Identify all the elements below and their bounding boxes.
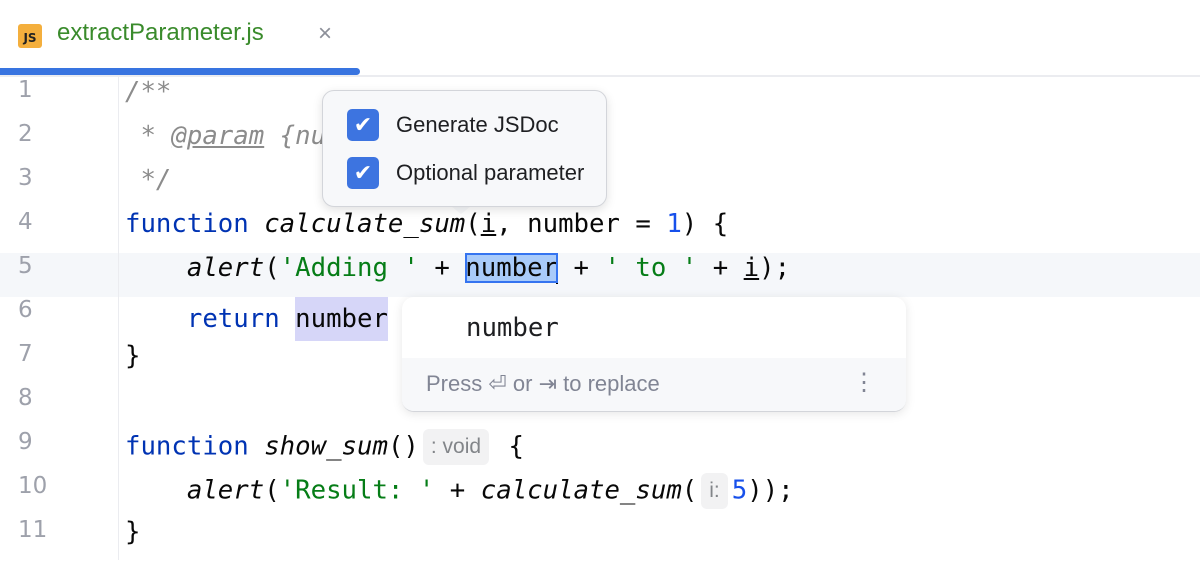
code-token: (	[465, 209, 481, 239]
js-file-icon: JS	[18, 24, 42, 48]
code-line[interactable]: 9 function show_sum(): void {	[0, 429, 1200, 473]
option-label: Generate JSDoc	[396, 112, 559, 137]
generate-jsdoc-option[interactable]: ✔ Generate JSDoc	[347, 109, 559, 141]
suggestion-item[interactable]: number	[466, 313, 559, 343]
code-token: (	[264, 253, 280, 283]
extract-parameter-options-popup: ✔ Generate JSDoc ✔ Optional parameter	[322, 90, 607, 207]
line-number: 9	[18, 429, 33, 455]
code-token: );	[759, 253, 791, 283]
code-line[interactable]: 6 return number	[0, 297, 1200, 341]
checkbox-checked-icon[interactable]: ✔	[347, 109, 379, 141]
number-literal: 1	[666, 209, 682, 239]
line-number: 6	[18, 297, 33, 323]
keyword: return	[186, 304, 280, 334]
string-literal: 'Result: '	[279, 475, 435, 506]
more-options-icon[interactable]: ⋮	[852, 369, 876, 396]
code-line[interactable]: 1 /**	[0, 77, 1200, 121]
comment: */	[125, 165, 172, 195]
code-token	[249, 432, 264, 462]
code-text: function calculate_sum(i, number = 1) {	[125, 209, 728, 253]
code-token: +	[418, 253, 466, 283]
comment: {nu	[264, 121, 327, 151]
active-tab-indicator	[0, 68, 360, 75]
function-name: show_sum	[264, 431, 388, 462]
code-token: }	[125, 341, 141, 371]
function-name: alert	[186, 253, 265, 283]
code-line[interactable]: 5 alert('Adding ' + number + ' to ' + i)…	[0, 253, 1200, 297]
popup-arrow	[451, 206, 471, 214]
parameter-reference: i	[480, 209, 497, 239]
text-caret	[556, 253, 559, 284]
rename-suggestions-popup: number Press ⏎ or ⇥ to replace ⋮	[402, 297, 906, 412]
code-line[interactable]: 8	[0, 385, 1200, 429]
tab-title: extractParameter.js	[57, 19, 264, 46]
comment: /**	[125, 77, 172, 107]
function-name: calculate_sum	[480, 475, 682, 506]
code-token	[280, 304, 295, 334]
inlay-hint: : void	[422, 429, 490, 465]
code-token: +	[697, 253, 744, 283]
code-text: }	[125, 341, 140, 385]
code-line[interactable]: 7}	[0, 341, 1200, 385]
editor-tab-bar: JS extractParameter.js ×	[0, 0, 1200, 77]
code-line[interactable]: 11}	[0, 517, 1200, 561]
code-text: }	[125, 517, 140, 561]
code-token: }	[125, 517, 141, 547]
checkbox-checked-icon[interactable]: ✔	[347, 157, 379, 189]
code-token: ()	[387, 431, 419, 462]
code-token: (	[264, 475, 280, 506]
gutter-divider	[118, 77, 119, 560]
code-text: return number	[125, 297, 388, 341]
line-number: 2	[18, 121, 33, 147]
string-literal: ' to '	[604, 253, 698, 283]
code-token: ));	[747, 475, 794, 506]
comment: *	[125, 121, 172, 151]
code-text: /**	[125, 77, 171, 121]
line-number: 3	[18, 165, 33, 191]
code-text: alert('Adding ' + number + ' to ' + i);	[125, 253, 790, 297]
parameter-reference: i	[743, 253, 760, 283]
keyword: function	[125, 209, 249, 239]
code-line[interactable]: 4 function calculate_sum(i, number = 1) {	[0, 209, 1200, 253]
close-icon[interactable]: ×	[318, 20, 333, 47]
string-literal: 'Adding '	[279, 253, 419, 283]
highlighted-usage: number	[295, 297, 388, 341]
replace-hint: Press ⏎ or ⇥ to replace	[426, 371, 660, 396]
code-token	[249, 209, 264, 239]
optional-parameter-option[interactable]: ✔ Optional parameter	[347, 157, 584, 189]
line-number: 11	[18, 517, 48, 543]
number-literal: 5	[731, 475, 748, 506]
selected-identifier: number	[465, 253, 559, 283]
popup-footer: Press ⏎ or ⇥ to replace ⋮	[402, 358, 906, 411]
code-token: {	[493, 431, 525, 462]
code-text: function show_sum(): void {	[125, 429, 524, 473]
code-token	[125, 304, 187, 334]
keyword: function	[125, 431, 249, 462]
tab-extractparameter-js[interactable]: JS extractParameter.js ×	[0, 0, 360, 75]
line-number: 4	[18, 209, 33, 235]
function-name: calculate_sum	[264, 209, 466, 239]
line-number: 1	[18, 77, 33, 103]
line-number: 8	[18, 385, 33, 411]
option-label: Optional parameter	[396, 160, 585, 185]
line-number: 5	[18, 253, 33, 279]
code-token: ) {	[681, 209, 729, 239]
code-token: (	[681, 475, 698, 506]
code-token: , number =	[496, 209, 667, 239]
inlay-hint: i:	[701, 473, 728, 509]
line-number: 7	[18, 341, 33, 367]
jsdoc-tag: @param	[171, 121, 265, 151]
line-number: 10	[18, 473, 48, 499]
code-token: +	[558, 253, 605, 283]
function-name: alert	[186, 475, 265, 506]
code-text: */	[125, 165, 171, 209]
code-token: +	[434, 475, 481, 506]
code-text: * @param {nu	[125, 121, 326, 165]
code-line[interactable]: 2 * @param {nu	[0, 121, 1200, 165]
code-line[interactable]: 10 alert('Result: ' + calculate_sum(i:5)…	[0, 473, 1200, 517]
code-text: alert('Result: ' + calculate_sum(i:5));	[125, 473, 794, 517]
code-line[interactable]: 3 */	[0, 165, 1200, 209]
code-token	[125, 253, 187, 283]
code-token	[125, 476, 187, 506]
